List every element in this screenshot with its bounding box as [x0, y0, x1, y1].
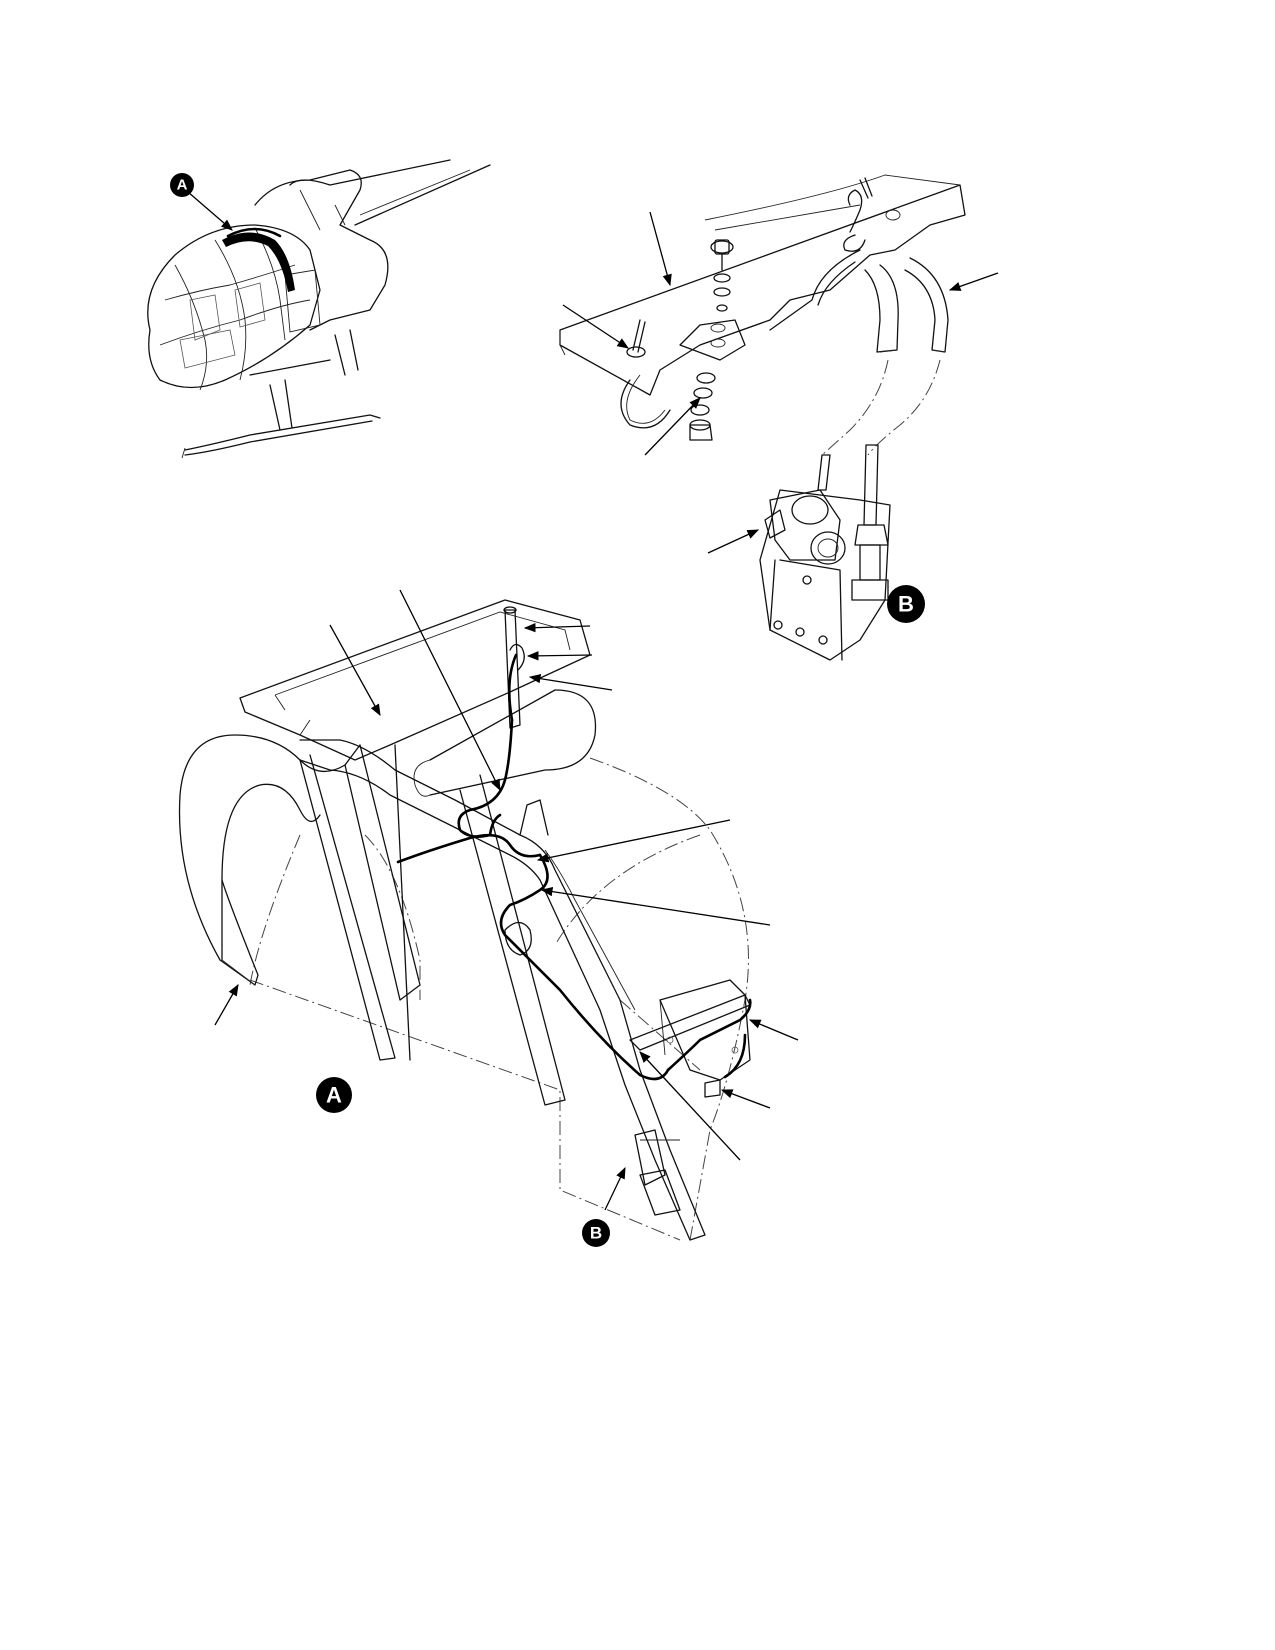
callout-b-overview [582, 1219, 610, 1247]
callout-a-overview-label: A [177, 177, 188, 194]
callout-a-detail [316, 1077, 352, 1113]
callout-b-detail [887, 585, 925, 623]
callout-b-overview-label: B [590, 1224, 602, 1243]
detail-a-view: A B [178, 589, 799, 1247]
detail-b-view: B [559, 174, 999, 661]
helicopter-overview: A [147, 159, 491, 459]
hardware-stack [689, 239, 734, 441]
callout-a-detail-label: A [326, 1083, 342, 1108]
callout-b-detail-label: B [898, 592, 914, 617]
valve-assembly [759, 444, 891, 661]
callout-a-overview [170, 173, 194, 197]
